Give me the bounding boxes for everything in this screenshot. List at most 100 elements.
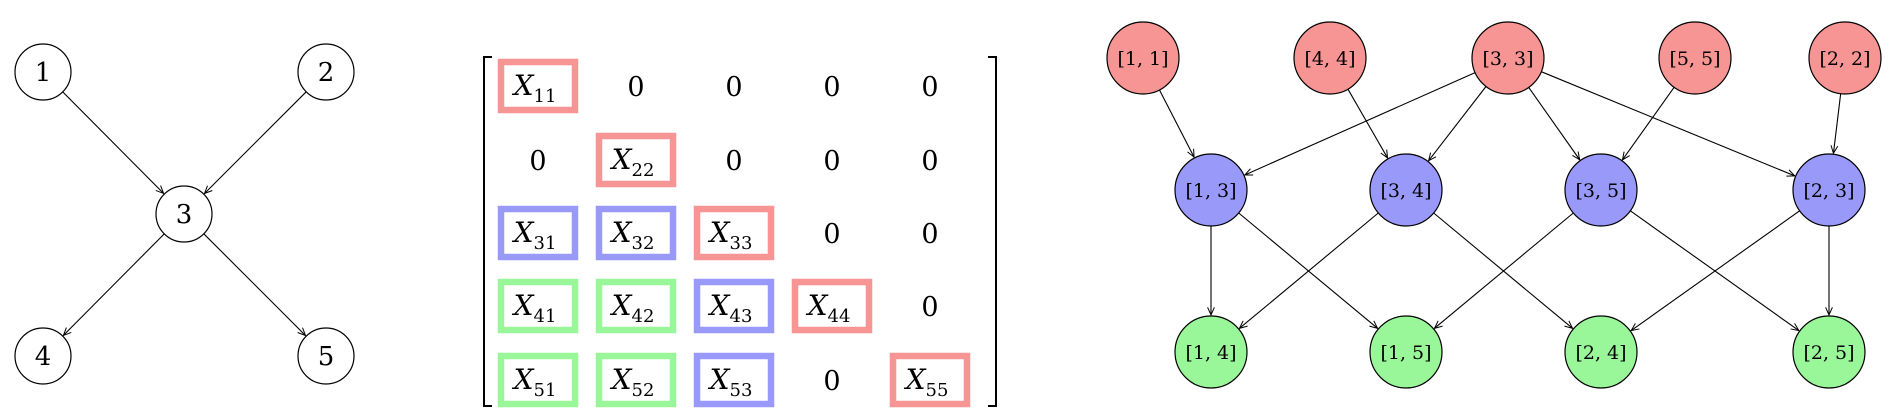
matrix-entry-x43-label: X43 — [708, 289, 753, 327]
matrix-zero-r1-c3: 0 — [725, 72, 742, 103]
matrix-entry-x11-label: X11 — [512, 69, 557, 107]
edge-22-to-23 — [1833, 93, 1842, 154]
matrix-zero-r3-c5: 0 — [921, 219, 938, 250]
matrix-entry-x41-label: X41 — [512, 289, 557, 327]
matrix-entry-x41-box — [497, 278, 579, 334]
node-44: [4, 4] — [1293, 21, 1367, 95]
matrix-entry-x43: X43 — [693, 278, 775, 334]
matrix-entry-x53-box — [693, 352, 775, 408]
node-14: [1, 4] — [1174, 315, 1248, 389]
matrix-entry-x55: X55 — [889, 352, 971, 408]
node-34-circle — [1369, 153, 1443, 227]
matrix-entry-x41: X41 — [497, 278, 579, 334]
node-2-circle — [297, 43, 355, 101]
node-34: [3, 4] — [1369, 153, 1443, 227]
matrix-entry-x22: X22 — [595, 132, 677, 188]
matrix-entry-x31-label: X31 — [512, 216, 557, 254]
matrix-entry-x51-label: X51 — [512, 363, 557, 401]
edge-33-to-35 — [1528, 87, 1580, 159]
node-25-circle — [1792, 315, 1866, 389]
node-25-label: [2, 5] — [1803, 342, 1854, 364]
matrix-right-bracket — [988, 56, 997, 407]
node-11: [1, 1] — [1106, 21, 1180, 95]
node-22-label: [2, 2] — [1819, 48, 1870, 70]
matrix-zero-r2-c5: 0 — [921, 146, 938, 177]
node-55-label: [5, 5] — [1669, 48, 1720, 70]
matrix-entry-x31-box — [497, 205, 579, 261]
matrix-zero-r5-c4: 0 — [823, 366, 840, 397]
matrix-zero-r2-c1: 0 — [529, 146, 546, 177]
edge-55-to-35 — [1622, 87, 1675, 160]
node-23: [2, 3] — [1792, 153, 1866, 227]
matrix-entry-x31: X31 — [497, 205, 579, 261]
edge-33-to-34 — [1429, 86, 1487, 160]
node-44-label: [4, 4] — [1304, 48, 1355, 70]
matrix-entry-x33-box — [693, 205, 775, 261]
matrix-entry-x32-label: X32 — [610, 216, 655, 254]
node-35-circle — [1564, 153, 1638, 227]
node-11-circle — [1106, 21, 1180, 95]
node-2-label: 2 — [318, 58, 335, 88]
edge-1-to-3 — [62, 91, 164, 194]
node-1-label: 1 — [35, 58, 52, 88]
matrix-entry-x51: X51 — [497, 352, 579, 408]
node-35-label: [3, 5] — [1575, 180, 1626, 202]
node-13-label: [1, 3] — [1185, 180, 1236, 202]
right-graph: [1, 1] [4, 4] [3, 3] [5, 5] [2, 2] [1, 3] [3, … — [1106, 21, 1882, 389]
node-23-circle — [1792, 153, 1866, 227]
node-15: [1, 5] — [1369, 315, 1443, 389]
node-35: [3, 5] — [1564, 153, 1638, 227]
matrix-entry-x32-box — [595, 205, 677, 261]
matrix-entry-x11: X11 — [497, 58, 579, 114]
node-34-label: [3, 4] — [1380, 180, 1431, 202]
node-24: [2, 4] — [1564, 315, 1638, 389]
matrix-entry-x52-box — [595, 352, 677, 408]
node-4-label: 4 — [35, 342, 52, 372]
node-55-circle — [1658, 21, 1732, 95]
matrix-entry-x42-box — [595, 278, 677, 334]
node-33: [3, 3] — [1471, 21, 1545, 95]
node-3-circle — [155, 185, 213, 243]
matrix-entry-x44-label: X44 — [806, 289, 851, 327]
node-5-circle — [297, 327, 355, 385]
node-22: [2, 2] — [1808, 21, 1882, 95]
node-25: [2, 5] — [1792, 315, 1866, 389]
matrix-zero-r1-c4: 0 — [823, 72, 840, 103]
node-15-label: [1, 5] — [1380, 342, 1431, 364]
node-13-circle — [1174, 153, 1248, 227]
matrix-entry-x52-label: X52 — [610, 363, 655, 401]
node-14-circle — [1174, 315, 1248, 389]
edge-2-to-3 — [205, 91, 307, 194]
matrix-entry-x44-box — [791, 278, 873, 334]
edge-11-to-13 — [1158, 89, 1194, 157]
node-24-circle — [1564, 315, 1638, 389]
edge-3-to-4 — [63, 233, 165, 336]
matrix-entry-x32: X32 — [595, 205, 677, 261]
matrix-entry-x43-box — [693, 278, 775, 334]
node-55: [5, 5] — [1658, 21, 1732, 95]
matrix-zero-r2-c3: 0 — [725, 146, 742, 177]
node-5-label: 5 — [318, 342, 335, 372]
matrix-entry-x52: X52 — [595, 352, 677, 408]
node-24-label: [2, 4] — [1575, 342, 1626, 364]
node-44-circle — [1293, 21, 1367, 95]
node-5: 5 — [297, 327, 355, 385]
node-3-label: 3 — [176, 200, 193, 230]
node-2: 2 — [297, 43, 355, 101]
matrix-entry-x33-label: X33 — [708, 216, 753, 254]
node-11-label: [1, 1] — [1117, 48, 1168, 70]
node-23-label: [2, 3] — [1803, 180, 1854, 202]
edge-33-to-23 — [1541, 71, 1794, 176]
edge-23-to-24 — [1631, 210, 1800, 331]
matrix-zero-r3-c4: 0 — [823, 219, 840, 250]
matrix-zero-r1-c5: 0 — [921, 72, 938, 103]
matrix-entry-x42: X42 — [595, 278, 677, 334]
node-4-circle — [14, 327, 72, 385]
node-33-label: [3, 3] — [1482, 48, 1533, 70]
matrix-entry-x55-label: X55 — [904, 363, 949, 401]
matrix-zero-r4-c5: 0 — [921, 292, 938, 323]
matrix-entry-x44: X44 — [791, 278, 873, 334]
node-1: 1 — [14, 43, 72, 101]
